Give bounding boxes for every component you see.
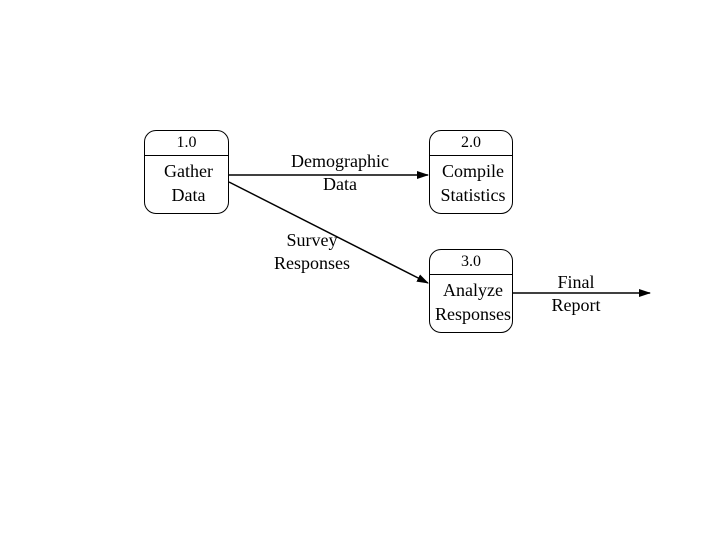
process-number: 2.0 xyxy=(430,131,512,156)
flow-label-line: Responses xyxy=(274,253,350,273)
flow-label-line: Report xyxy=(551,295,601,315)
flow-label-line: Final xyxy=(557,272,595,292)
process-name-line: Compile xyxy=(442,161,504,181)
process-name-line: Gather xyxy=(164,161,213,181)
process-name-line: Analyze xyxy=(443,280,503,300)
flow-label-demographic-data: Demographic Data xyxy=(278,150,402,196)
process-number: 1.0 xyxy=(145,131,228,156)
flow-arrow-survey-responses xyxy=(228,181,429,284)
flow-label-line: Survey xyxy=(286,230,338,250)
process-name: Compile Statistics xyxy=(426,159,520,207)
process-name-line: Responses xyxy=(435,304,511,324)
process-name-line: Statistics xyxy=(440,185,506,205)
process-name-line: Data xyxy=(171,185,206,205)
flow-label-line: Data xyxy=(323,174,357,194)
flow-label-line: Demographic xyxy=(291,151,389,171)
process-name: Analyze Responses xyxy=(426,278,520,326)
flow-label-final-report: Final Report xyxy=(540,271,612,317)
process-name: Gather Data xyxy=(141,159,236,207)
process-number: 3.0 xyxy=(430,250,512,275)
process-analyze-responses: 3.0 Analyze Responses xyxy=(429,249,513,333)
flow-label-survey-responses: Survey Responses xyxy=(262,229,362,275)
process-compile-statistics: 2.0 Compile Statistics xyxy=(429,130,513,214)
process-gather-data: 1.0 Gather Data xyxy=(144,130,229,214)
